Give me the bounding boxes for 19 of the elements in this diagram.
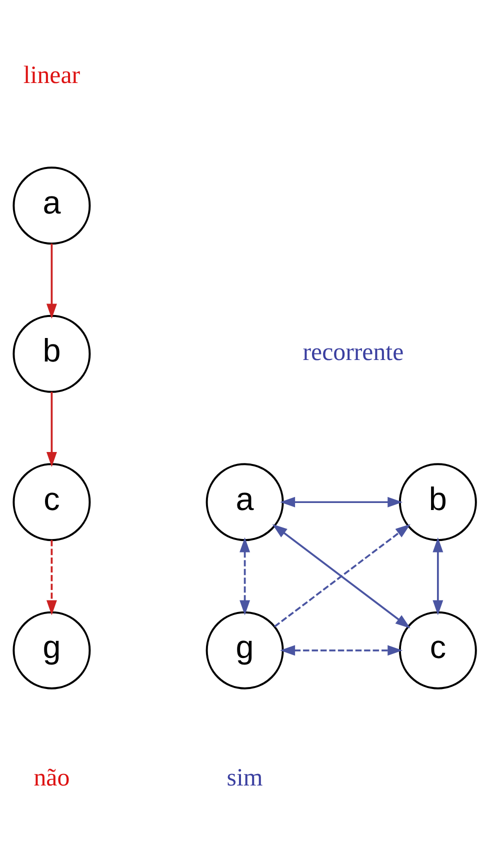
arrow [280,644,403,656]
node-circle: c [12,462,91,541]
arrow [280,496,403,507]
label: sim [226,764,263,792]
node-circle: g [12,610,91,689]
arrow [46,540,57,615]
label: linear [23,61,80,88]
node-circle: a [12,166,91,244]
label: recorrente [302,338,404,366]
node-circle: g [206,610,284,689]
node-circle: b [398,462,477,541]
label: não [34,764,70,792]
node-circle: b [12,314,91,392]
node-circle: c [398,610,477,689]
arrow [46,391,57,466]
arrow [46,243,57,318]
arrow [240,536,250,615]
arrow [432,536,444,615]
node-circle: a [206,462,284,541]
